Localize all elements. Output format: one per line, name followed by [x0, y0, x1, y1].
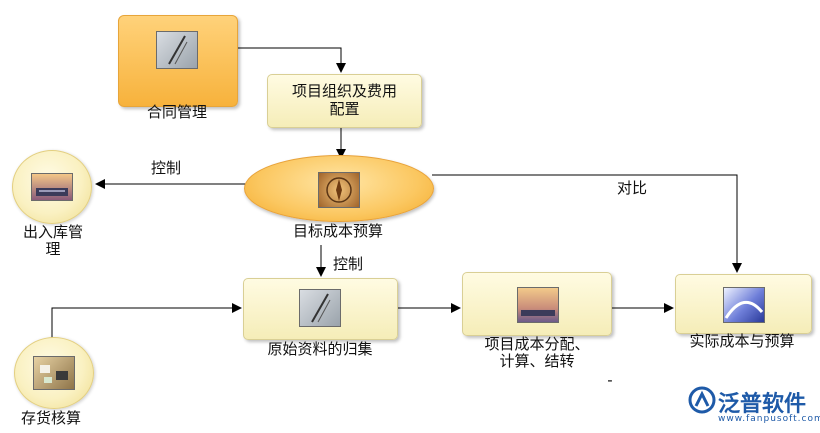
brand-url: www.fanpusoft.com: [718, 414, 820, 424]
arrow-contract-to-project: [236, 47, 346, 73]
target-cost-node: [244, 155, 434, 222]
warehouse-label-1: 出入库管: [22, 223, 83, 241]
raw-data-label: 原始资料的归集: [267, 340, 373, 358]
blue-abstract-icon: [723, 287, 765, 323]
cost-alloc-node: [462, 272, 612, 336]
arrow-target-to-actual: [432, 174, 742, 273]
pen-document-icon: [156, 31, 198, 69]
actual-cost-label: 实际成本与预算: [689, 332, 795, 350]
project-org-label-1: 项目组织及费用: [291, 82, 397, 100]
warehouse-node: [12, 150, 92, 224]
contract-label: 合同管理: [146, 103, 207, 121]
control-left-label: 控制: [150, 159, 181, 177]
sunset-photo-icon: [517, 287, 559, 323]
control-down-label: 控制: [332, 255, 363, 273]
project-org-node: 项目组织及费用 配置: [267, 74, 422, 128]
warehouse-label-2: 理: [45, 240, 61, 258]
cost-alloc-label-1: 项目成本分配、: [484, 335, 590, 353]
desk-photo-icon: [33, 356, 75, 390]
inventory-label: 存货核算: [20, 409, 81, 427]
actual-cost-node: [675, 274, 812, 334]
target-cost-label: 目标成本预算: [292, 222, 383, 240]
raw-data-node: [243, 278, 398, 340]
contract-node: [118, 15, 238, 107]
stray-dash: -: [607, 371, 613, 389]
inventory-node: [14, 337, 94, 409]
pen-document-icon: [299, 289, 341, 327]
keyboard-icon: [31, 173, 73, 201]
project-org-label-2: 配置: [329, 100, 360, 118]
compass-icon: [318, 172, 360, 208]
compare-label: 对比: [616, 179, 647, 197]
brand-name: 泛普软件: [718, 392, 807, 417]
brand-logo-icon: [688, 386, 716, 414]
cost-alloc-label-2: 计算、结转: [499, 352, 575, 370]
arrow-inventory-to-raw: [51, 303, 242, 338]
